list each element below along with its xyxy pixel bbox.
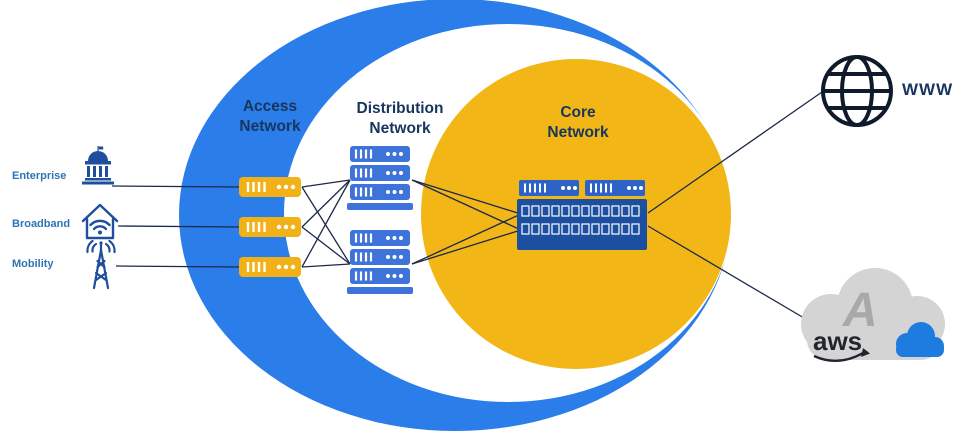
server-stack-icon — [347, 146, 413, 210]
access-network-label: Access Network — [239, 98, 301, 136]
azure-logo: A — [842, 284, 878, 337]
government-building-icon — [82, 146, 114, 185]
globe-icon — [821, 55, 893, 127]
core-switch-icon — [517, 180, 647, 250]
router-icon — [239, 217, 301, 237]
connector-lines — [111, 91, 823, 319]
endpoint-label-mobility: Mobility — [12, 258, 54, 270]
core-network-label: Core Network — [547, 104, 609, 142]
distribution-network-label: Distribution Network — [356, 100, 444, 138]
server-stack-icon — [347, 230, 413, 294]
www-label: WWW — [902, 80, 954, 99]
cell-tower-icon — [86, 240, 116, 290]
endpoint-label-broadband: Broadband — [12, 218, 71, 230]
cloud-icon: A aws — [801, 268, 945, 362]
router-icon — [239, 177, 301, 197]
house-broadband-icon — [81, 203, 119, 240]
router-icon — [239, 257, 301, 277]
aws-logo: aws — [813, 326, 862, 356]
azure-cloud-icon — [896, 322, 944, 357]
aws-smile-arrow — [813, 351, 864, 362]
endpoint-label-enterprise: Enterprise — [12, 170, 67, 182]
aws-smile-arrowhead — [861, 348, 870, 357]
